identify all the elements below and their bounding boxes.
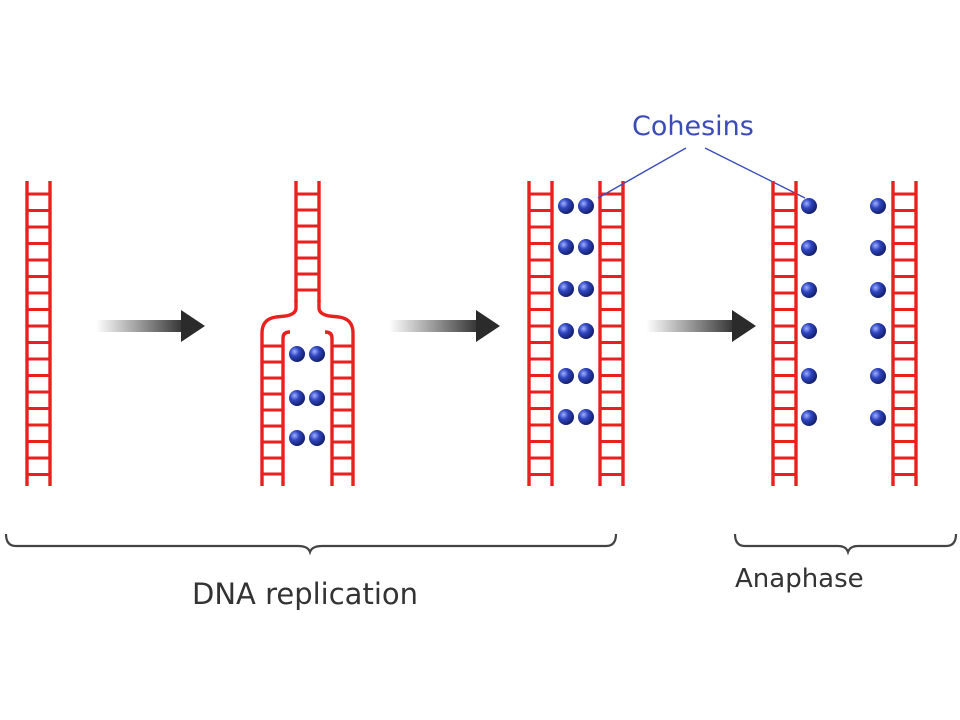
dna-replication-bracket: [4, 533, 618, 556]
cohesin-ball: [558, 409, 574, 425]
arrow-head: [732, 310, 756, 342]
arrow-shaft: [389, 320, 482, 332]
anaphase-bracket: [733, 533, 958, 556]
arrow-to-replication: [96, 310, 205, 342]
cohesins-label: Cohesins: [632, 111, 754, 142]
cohesin-ball: [870, 410, 886, 426]
cohesin-ball: [801, 323, 817, 339]
cohesin-ball: [289, 346, 305, 362]
cohesin-ball: [801, 368, 817, 384]
cohesin-ball: [578, 368, 594, 384]
fork-inner-left: [281, 330, 291, 486]
dna-ladder-left: [771, 181, 798, 486]
fork-outer-right: [317, 300, 355, 486]
cohesin-ball: [558, 368, 574, 384]
cohesin-ball: [801, 198, 817, 214]
cohesin-ball: [309, 390, 325, 406]
arrow-shaft: [646, 320, 738, 332]
cohesin-ball: [309, 430, 325, 446]
dna-ladder-right: [891, 181, 918, 486]
replication-fork: [260, 181, 355, 486]
arrow-to-anaphase: [646, 310, 756, 342]
cohesin-ball: [801, 410, 817, 426]
anaphase-separated-chromatids: [771, 181, 918, 486]
cohesin-ball: [558, 198, 574, 214]
cohesin-ball: [870, 240, 886, 256]
unreplicated-dna: [25, 181, 52, 486]
dna-ladder-left: [527, 181, 554, 486]
cohesin-ball: [558, 281, 574, 297]
cohesin-ball: [309, 346, 325, 362]
cohesin-ball: [870, 323, 886, 339]
cohesin-ball: [578, 281, 594, 297]
pointer-line: [704, 147, 806, 199]
fork-outer-left: [260, 300, 298, 486]
pointer-line: [597, 147, 687, 199]
cohesin-ball: [870, 198, 886, 214]
cohesin-ball: [558, 323, 574, 339]
dna-replication-label: DNA replication: [192, 577, 418, 611]
cohesin-ball: [870, 368, 886, 384]
cohesin-pointer-lines: [597, 147, 806, 199]
cohesin-ball: [801, 240, 817, 256]
cohesin-ball: [558, 239, 574, 255]
dna-ladder-top: [294, 181, 321, 302]
cohesin-ball: [289, 430, 305, 446]
cohesin-ball: [289, 390, 305, 406]
cohesin-ball: [578, 409, 594, 425]
cohesin-ball: [870, 282, 886, 298]
fork-inner-right: [324, 330, 334, 486]
arrow-head: [181, 310, 205, 342]
cohesin-ball: [801, 282, 817, 298]
sister-chromatids-with-cohesins: [527, 181, 625, 486]
dna-ladder-right: [598, 181, 625, 486]
cohesin-ball: [578, 198, 594, 214]
dna-ladder: [25, 181, 52, 486]
phase-brackets: [4, 533, 958, 556]
anaphase-label: Anaphase: [735, 564, 864, 594]
arrow-shaft: [96, 320, 187, 332]
arrow-to-replicated: [389, 310, 500, 342]
arrow-head: [476, 310, 500, 342]
cohesin-ball: [578, 323, 594, 339]
cohesin-ball: [578, 239, 594, 255]
